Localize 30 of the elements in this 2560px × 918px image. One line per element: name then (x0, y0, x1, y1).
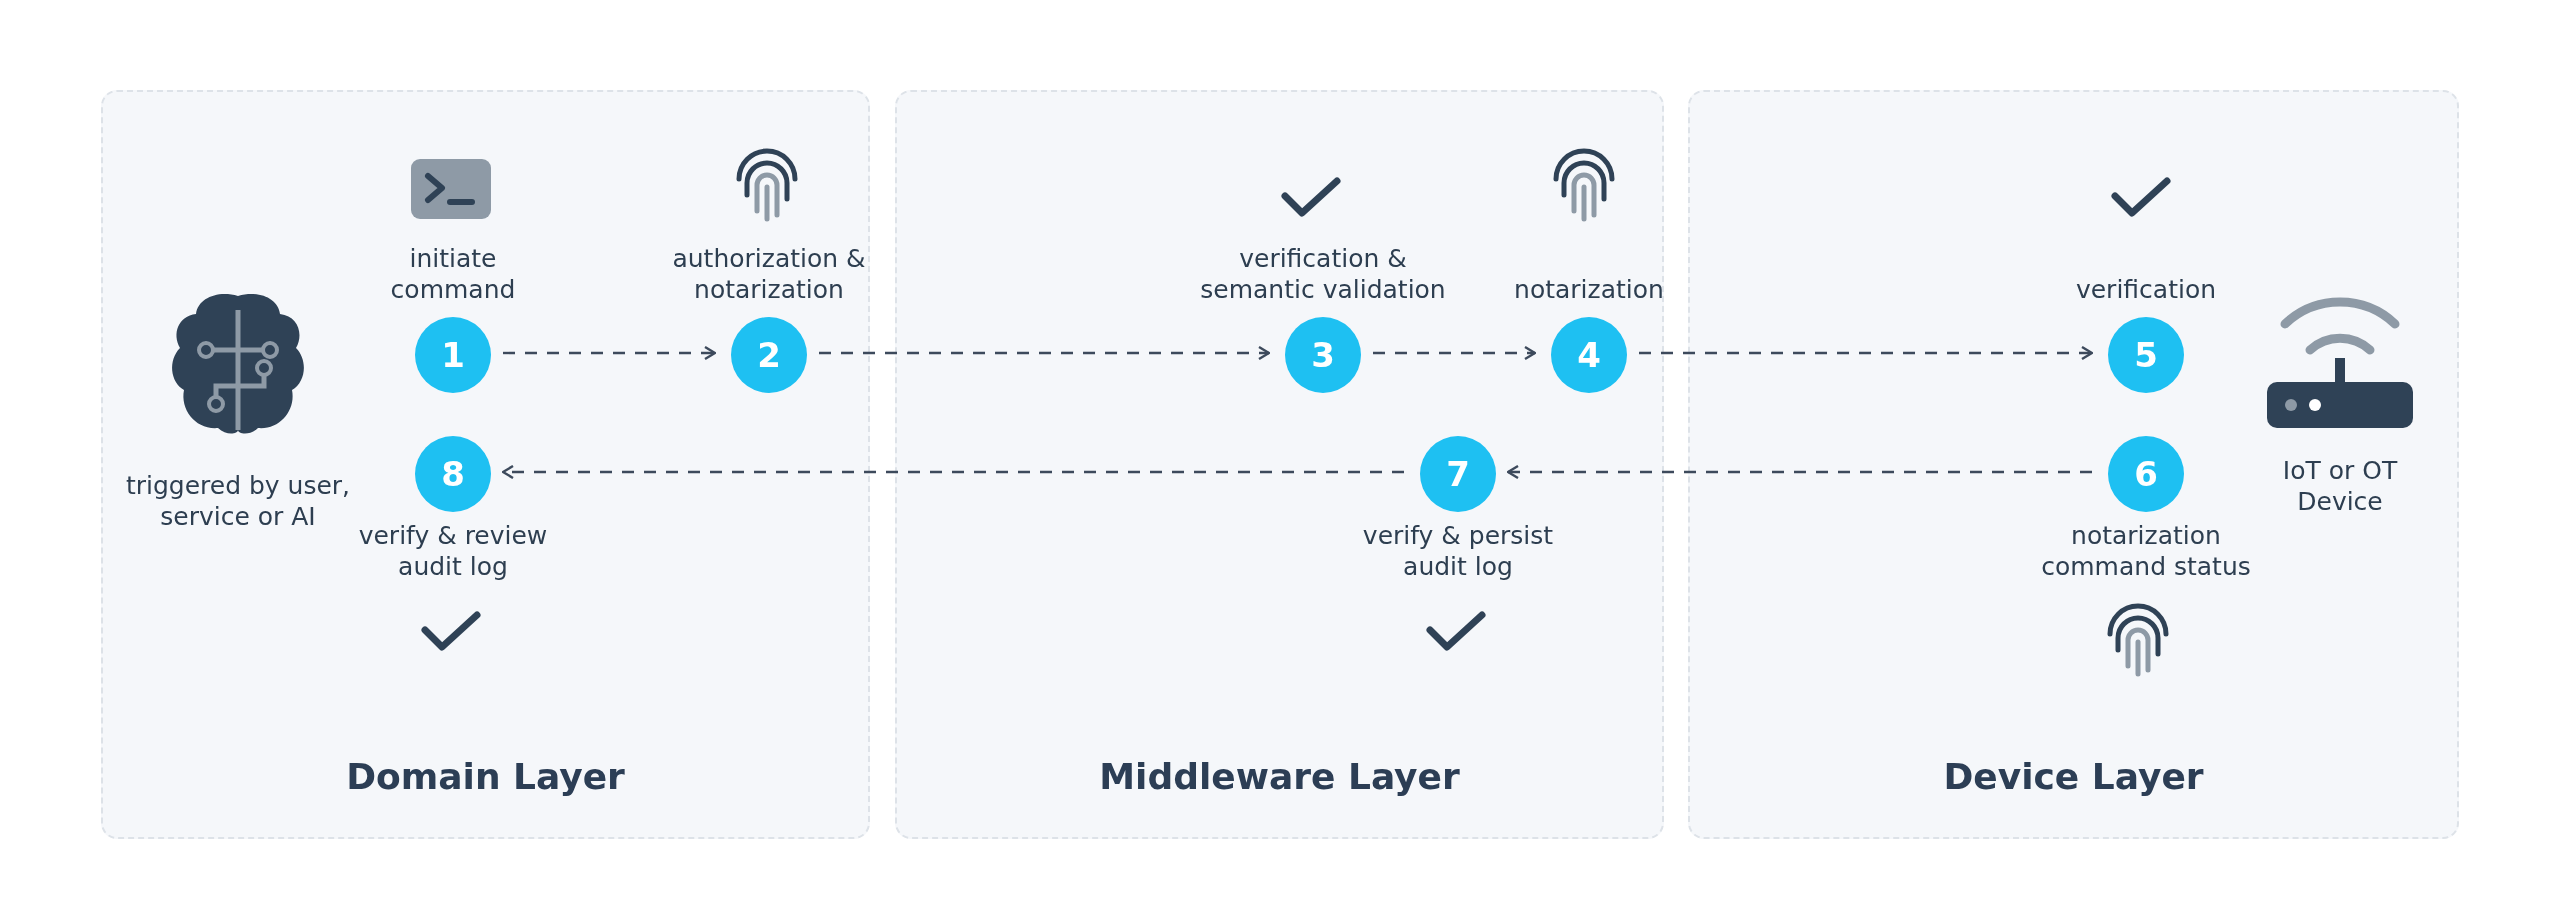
step-caption: verification (2074, 274, 2218, 305)
arrow (1506, 464, 2092, 480)
step-circle: 7 (1420, 436, 1496, 512)
device-caption: IoT or OT Device (2281, 455, 2399, 517)
step-caption: verification & semantic validation (1199, 243, 1447, 305)
layer-title: Device Layer (1942, 756, 2205, 797)
arrow (819, 345, 1271, 361)
layer-panel (895, 90, 1664, 839)
step-circle: 3 (1285, 317, 1361, 393)
step-caption: verify & review audit log (357, 520, 549, 582)
step-circle: 5 (2108, 317, 2184, 393)
step-caption: verify & persist audit log (1361, 520, 1555, 582)
layer-panel (1688, 90, 2459, 839)
arrow (1373, 345, 1537, 361)
trigger-caption: triggered by user, service or AI (124, 470, 352, 532)
step-caption: initiate command (389, 243, 517, 305)
step-caption: authorization & notarization (671, 243, 867, 305)
step-circle: 6 (2108, 436, 2184, 512)
arrow (501, 464, 1404, 480)
step-circle: 8 (415, 436, 491, 512)
layer-title: Middleware Layer (1098, 756, 1461, 797)
arrow (1639, 345, 2094, 361)
layer-title: Domain Layer (345, 756, 626, 797)
step-circle: 2 (731, 317, 807, 393)
step-caption: notarization (1513, 274, 1665, 305)
step-circle: 1 (415, 317, 491, 393)
step-circle: 4 (1551, 317, 1627, 393)
layer-panel (101, 90, 870, 839)
arrow (503, 345, 717, 361)
step-caption: notarization command status (2040, 520, 2252, 582)
